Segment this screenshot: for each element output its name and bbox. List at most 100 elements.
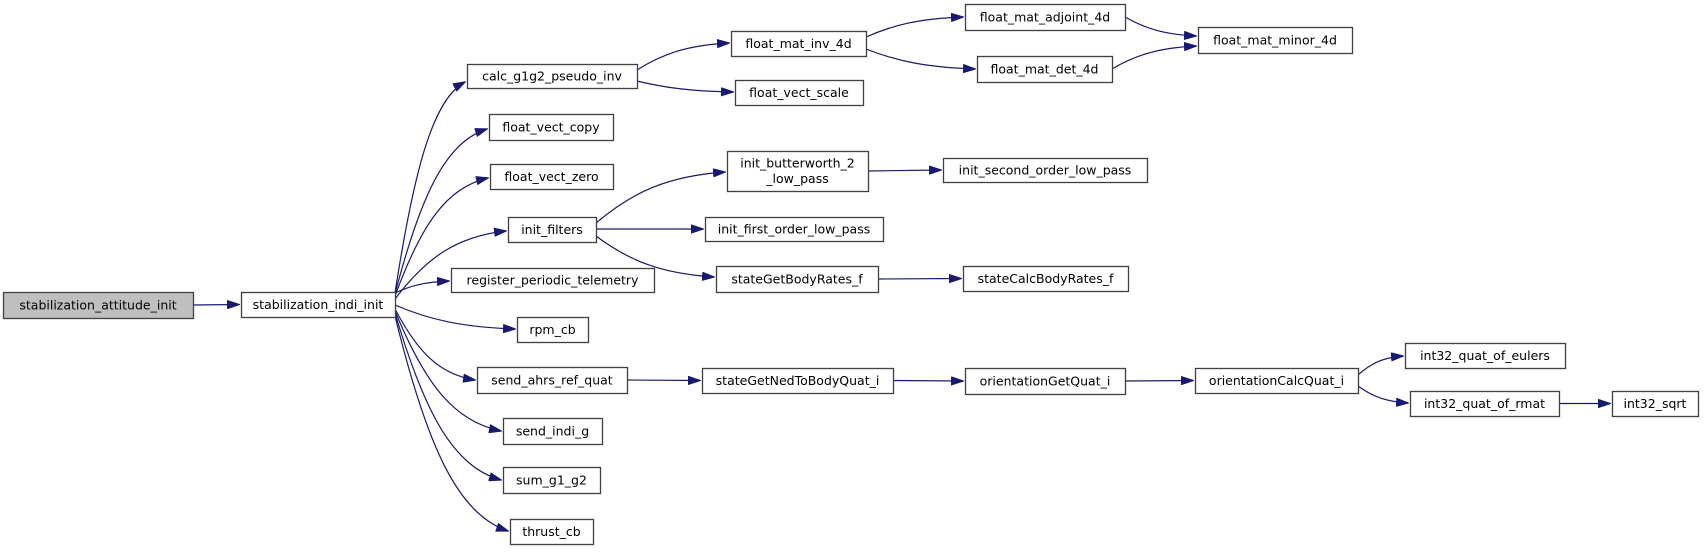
node-label: stateGetBodyRates_f: [731, 272, 863, 287]
edge-orientationCalcQuat_i-to-int32_quat_of_rmat: [1357, 385, 1408, 403]
node-label: int32_quat_of_rmat: [1424, 396, 1545, 411]
node-label: init_second_order_low_pass: [959, 163, 1132, 178]
edge-stabilization_indi_init-to-send_ahrs_ref_quat: [394, 308, 475, 380]
node-box: [964, 367, 1127, 396]
node-thrust_cb[interactable]: thrust_cb: [509, 518, 595, 546]
node-float_vect_scale[interactable]: float_vect_scale: [734, 79, 865, 107]
node-box: [1404, 342, 1567, 370]
node-label: stabilization_attitude_init: [19, 298, 176, 313]
node-box: [450, 267, 656, 294]
edge-send_ahrs_ref_quat-to-stateGetNedToBodyQuat_i: [626, 380, 700, 381]
node-label: float_mat_det_4d: [991, 62, 1099, 77]
node-box: [976, 55, 1114, 84]
node-label: init_first_order_low_pass: [718, 222, 871, 237]
edge-stabilization_indi_init-to-float_vect_zero: [394, 178, 488, 297]
node-box: [476, 366, 629, 395]
node-label: _low_pass: [765, 171, 828, 186]
node-int32_quat_of_eulers[interactable]: int32_quat_of_eulers: [1404, 342, 1567, 370]
edge-stabilization_indi_init-to-thrust_cb: [394, 315, 508, 531]
edge-float_mat_inv_4d-to-float_mat_det_4d: [865, 48, 975, 69]
edge-orientationGetQuat_i-to-orientationCalcQuat_i: [1124, 381, 1193, 382]
node-box: [1409, 390, 1561, 418]
node-label: float_vect_copy: [502, 120, 600, 135]
node-box: [942, 157, 1149, 184]
node-box: [704, 216, 885, 243]
node-box: [1194, 367, 1360, 395]
node-orientationCalcQuat_i[interactable]: orientationCalcQuat_i: [1194, 367, 1360, 395]
node-send_indi_g[interactable]: send_indi_g: [502, 417, 604, 446]
node-box: [502, 466, 602, 495]
node-float_mat_adjoint_4d[interactable]: float_mat_adjoint_4d: [964, 3, 1127, 32]
node-label: float_mat_adjoint_4d: [980, 10, 1110, 25]
node-stateGetBodyRates_f[interactable]: stateGetBodyRates_f: [715, 265, 880, 294]
node-stateCalcBodyRates_f[interactable]: stateCalcBodyRates_f: [962, 265, 1130, 293]
edge-stateGetNedToBodyQuat_i-to-orientationGetQuat_i: [892, 381, 963, 382]
node-box: [726, 150, 870, 193]
edge-stabilization_indi_init-to-register_periodic_telemetry: [394, 281, 449, 294]
edge-float_mat_adjoint_4d-to-float_mat_minor_4d: [1124, 16, 1196, 36]
node-layer: stabilization_attitude_init stabilization…: [2, 3, 1700, 546]
node-float_mat_det_4d[interactable]: float_mat_det_4d: [976, 55, 1114, 84]
node-rpm_cb[interactable]: rpm_cb: [516, 316, 590, 344]
node-init_second_order_low_pass[interactable]: init_second_order_low_pass: [942, 157, 1149, 184]
node-label: float_vect_scale: [749, 85, 849, 100]
node-int32_sqrt[interactable]: int32_sqrt: [1611, 390, 1700, 418]
node-int32_quat_of_rmat[interactable]: int32_quat_of_rmat: [1409, 390, 1561, 418]
node-box: [509, 518, 595, 546]
node-float_mat_inv_4d[interactable]: float_mat_inv_4d: [730, 30, 868, 58]
node-label: stateCalcBodyRates_f: [978, 271, 1114, 286]
node-label: float_mat_minor_4d: [1213, 33, 1337, 48]
node-label: register_periodic_telemetry: [467, 273, 640, 288]
node-label: int32_quat_of_eulers: [1420, 348, 1550, 363]
edge-init_filters-to-stateGetBodyRates_f: [595, 235, 714, 277]
node-init_filters[interactable]: init_filters: [507, 216, 598, 244]
node-stabilization_indi_init[interactable]: stabilization_indi_init: [240, 291, 397, 319]
node-label: calc_g1g2_pseudo_inv: [482, 69, 622, 84]
node-label: stabilization_indi_init: [253, 297, 384, 312]
node-label: float_vect_zero: [504, 169, 598, 184]
node-float_vect_copy[interactable]: float_vect_copy: [488, 113, 615, 142]
edge-float_mat_inv_4d-to-float_mat_adjoint_4d: [865, 17, 963, 38]
node-stabilization_attitude_init: stabilization_attitude_init: [2, 291, 195, 320]
node-float_mat_minor_4d[interactable]: float_mat_minor_4d: [1197, 26, 1354, 55]
edge-init_filters-to-init_butterworth_2_low_pass: [595, 172, 725, 224]
node-init_first_order_low_pass[interactable]: init_first_order_low_pass: [704, 216, 885, 243]
node-label: send_ahrs_ref_quat: [491, 373, 613, 388]
node-box: [1611, 390, 1700, 418]
edge-stabilization_indi_init-to-init_filters: [394, 231, 506, 300]
node-box: [734, 79, 865, 107]
node-box: [964, 3, 1127, 32]
node-label: send_indi_g: [516, 424, 589, 439]
node-box: [466, 63, 639, 90]
node-calc_g1g2_pseudo_inv[interactable]: calc_g1g2_pseudo_inv: [466, 63, 639, 90]
node-label: int32_sqrt: [1624, 396, 1687, 411]
edge-calc_g1g2_pseudo_inv-to-float_mat_inv_4d: [636, 43, 729, 71]
node-register_periodic_telemetry[interactable]: register_periodic_telemetry: [450, 267, 656, 294]
node-float_vect_zero[interactable]: float_vect_zero: [489, 163, 615, 191]
node-init_butterworth_2_low_pass[interactable]: init_butterworth_2_low_pass: [726, 150, 870, 193]
node-label: init_butterworth_2: [740, 156, 855, 171]
node-send_ahrs_ref_quat[interactable]: send_ahrs_ref_quat: [476, 366, 629, 395]
node-label: orientationGetQuat_i: [980, 374, 1111, 389]
edge-stabilization_indi_init-to-calc_g1g2_pseudo_inv: [394, 82, 465, 294]
node-box: [516, 316, 590, 344]
edge-orientationCalcQuat_i-to-int32_quat_of_eulers: [1357, 356, 1403, 376]
node-box: [502, 417, 604, 446]
node-box: [715, 265, 880, 294]
edge-layer: [192, 16, 1610, 531]
node-sum_g1_g2[interactable]: sum_g1_g2: [502, 466, 602, 495]
edge-stateGetBodyRates_f-to-stateCalcBodyRates_f: [877, 279, 961, 280]
node-label: thrust_cb: [522, 524, 580, 539]
edge-float_mat_det_4d-to-float_mat_minor_4d: [1111, 46, 1196, 70]
node-orientationGetQuat_i[interactable]: orientationGetQuat_i: [964, 367, 1127, 396]
edge-calc_g1g2_pseudo_inv-to-float_vect_scale: [636, 80, 733, 92]
edge-stabilization_indi_init-to-sum_g1_g2: [394, 312, 501, 480]
edge-stabilization_attitude_init-to-stabilization_indi_init: [192, 305, 239, 306]
node-stateGetNedToBodyQuat_i[interactable]: stateGetNedToBodyQuat_i: [701, 367, 895, 395]
node-box: [730, 30, 868, 58]
edge-stabilization_indi_init-to-rpm_cb: [394, 304, 515, 329]
edge-stabilization_indi_init-to-float_vect_copy: [394, 129, 487, 295]
edge-init_butterworth_2_low_pass-to-init_second_order_low_pass: [867, 170, 941, 171]
